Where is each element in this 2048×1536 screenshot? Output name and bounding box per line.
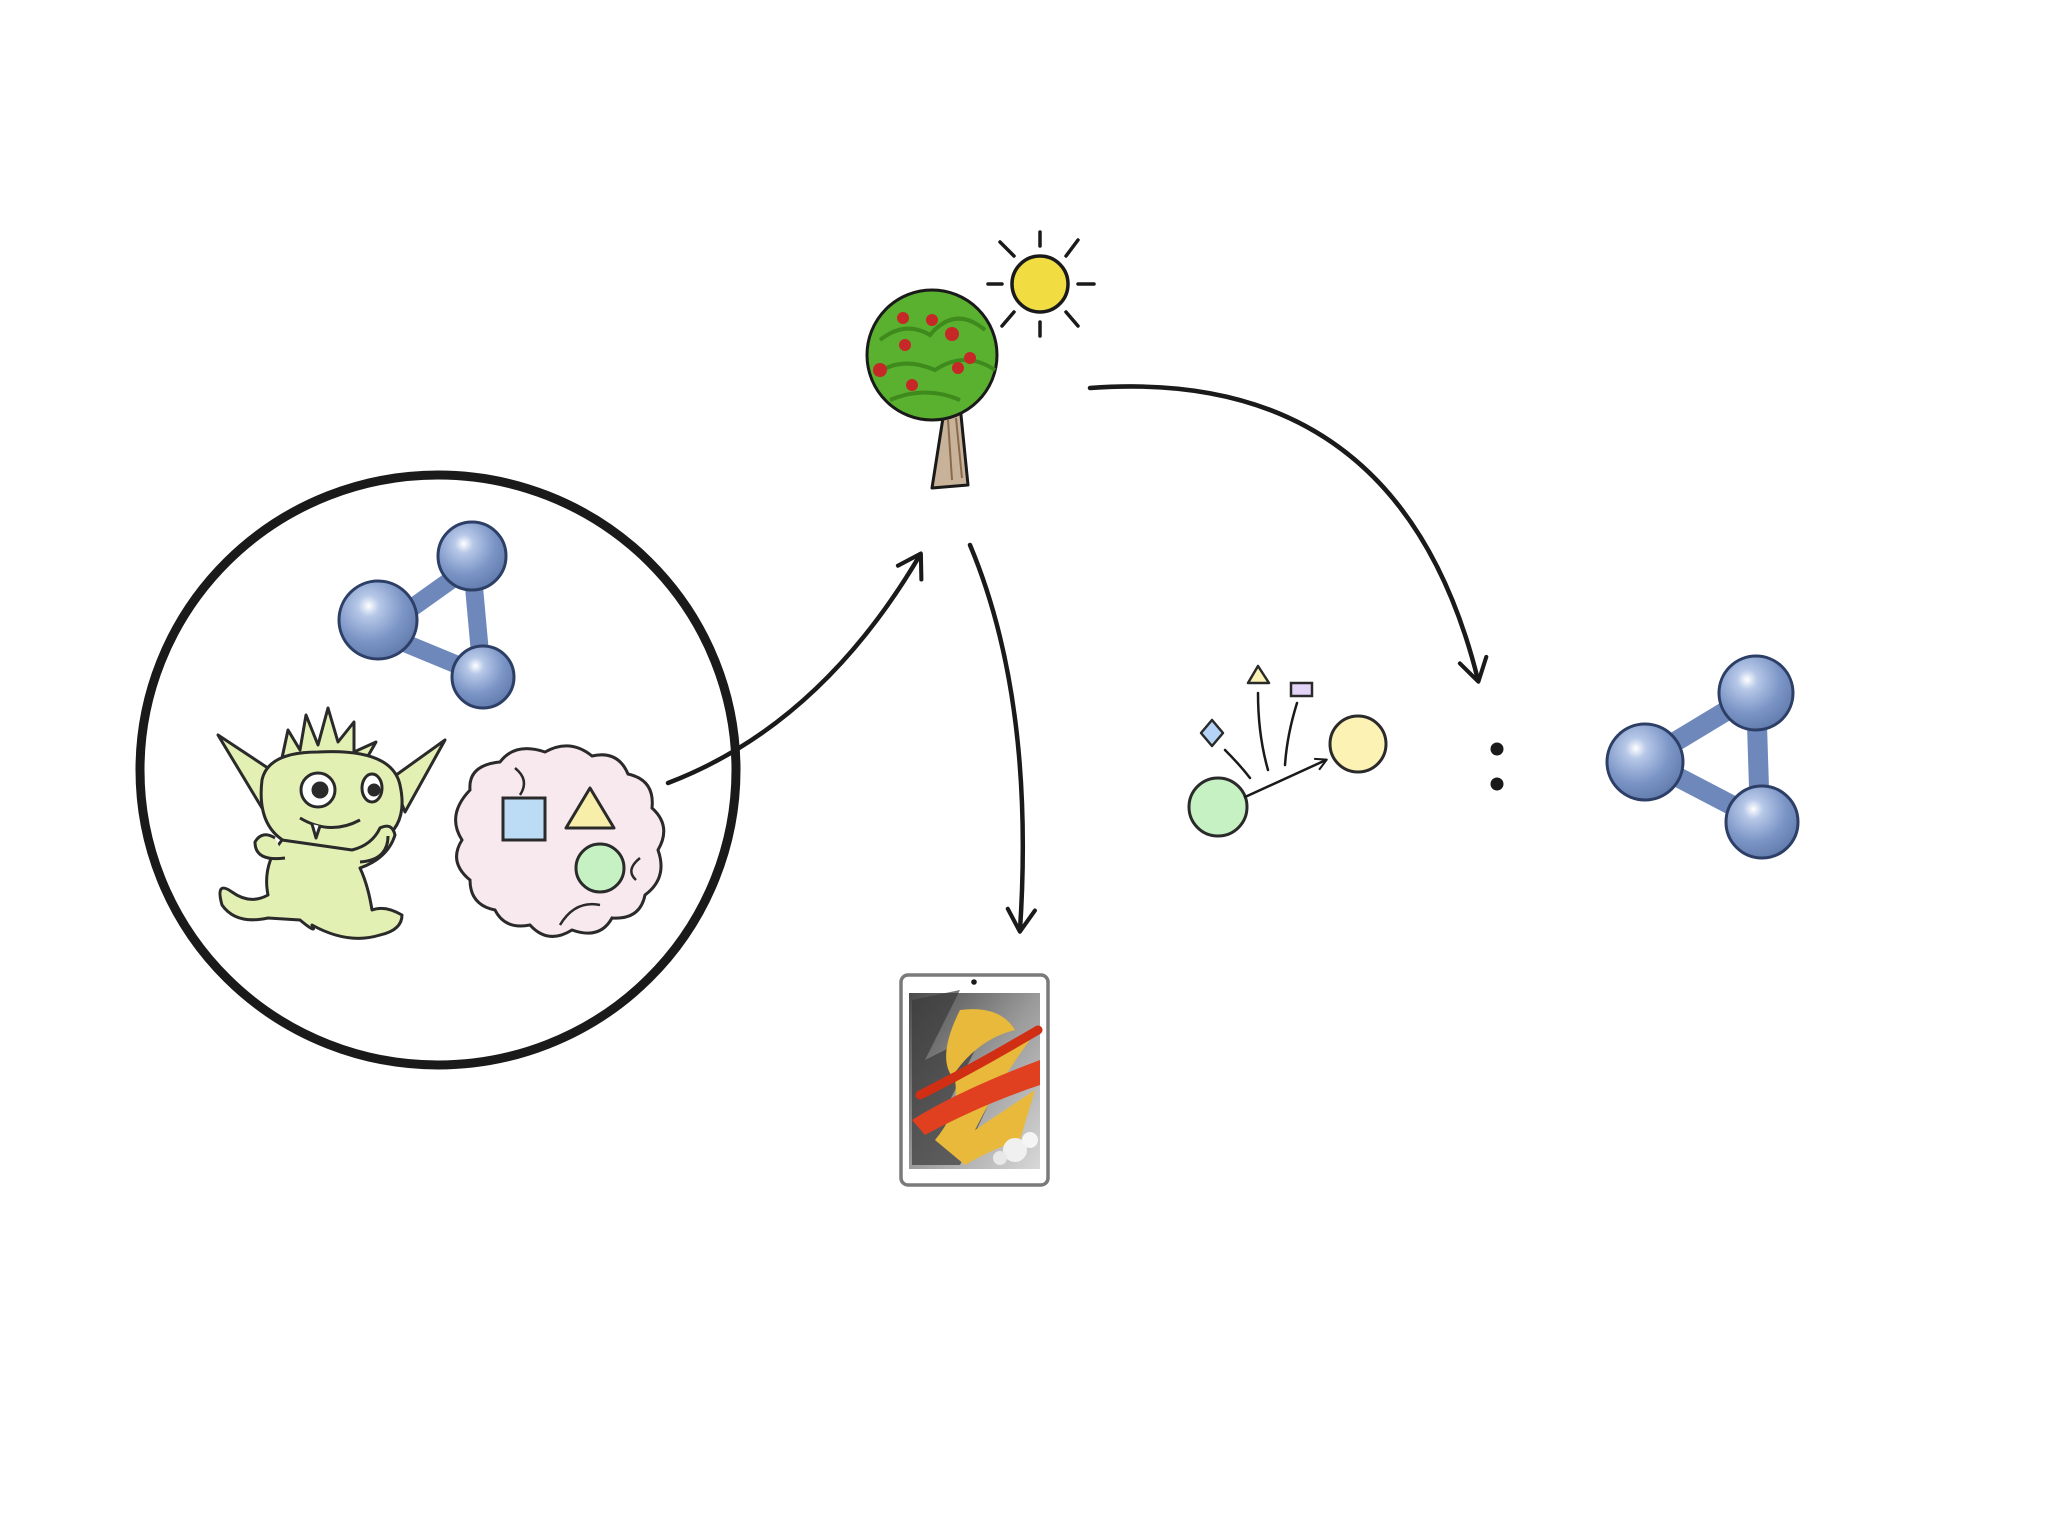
molecule-icon: [1605, 654, 1800, 860]
arrow-environment-to-tablet: [967, 542, 1037, 934]
sun-icon: [986, 230, 1096, 338]
emission-strokes: [1223, 691, 1299, 780]
tablet-icon: [899, 973, 1050, 1187]
goblin-icon: [216, 706, 447, 940]
brain-icon: [454, 744, 666, 938]
rectangle-icon: [1289, 681, 1314, 698]
interaction-arrow: [1243, 757, 1328, 799]
result-group: [1490, 654, 1800, 860]
colon-icon: [1490, 742, 1504, 791]
arrow-environment-to-result: [1087, 384, 1489, 684]
square-icon: [501, 796, 547, 842]
circle-icon: [574, 842, 626, 894]
painting-icon: [909, 990, 1043, 1169]
tree-icon: [865, 288, 999, 490]
arrows: [665, 384, 1489, 934]
green-circle-icon: [1187, 776, 1249, 838]
interaction-group: [1187, 664, 1388, 838]
triangle-icon: [564, 786, 616, 830]
molecule-icon: [337, 520, 516, 710]
agent-group: [135, 470, 741, 1070]
triangle-icon: [1246, 664, 1271, 685]
environment: [865, 230, 1096, 490]
diamond-icon: [1199, 718, 1225, 748]
outline-circle: [135, 470, 741, 1070]
arrow-agent-to-environment: [665, 551, 924, 786]
yellow-circle-icon: [1328, 714, 1388, 774]
